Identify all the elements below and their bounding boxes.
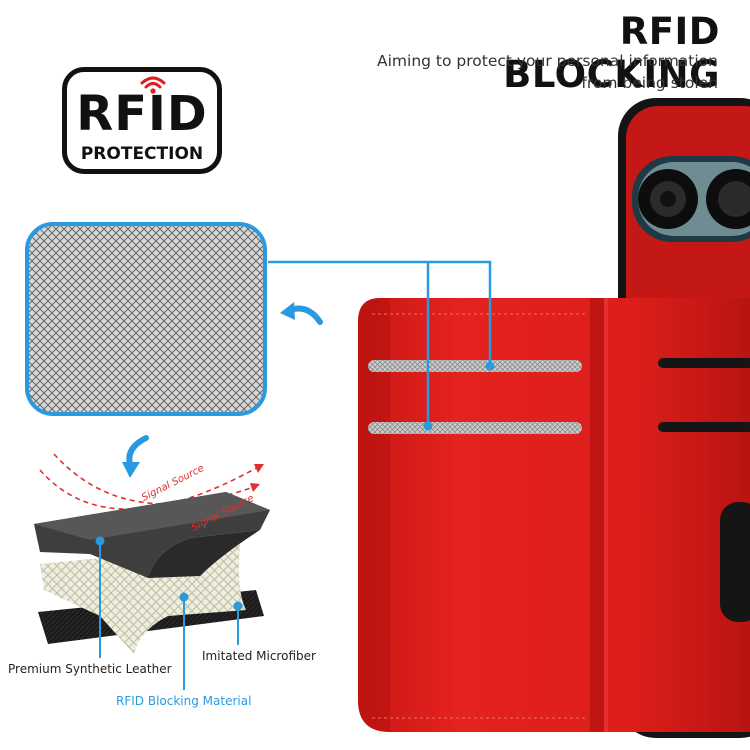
- headline-title: RFID BLOCKING: [503, 10, 720, 96]
- material-layers-diagram: [34, 453, 270, 654]
- microfiber-label: Imitated Microfiber: [202, 649, 316, 663]
- rfid-mesh-card: [25, 222, 267, 416]
- curved-arrow-left-icon: [280, 302, 323, 325]
- headline-subtitle-line2: from being stolen: [581, 74, 718, 92]
- rfid-blocking-material-label: RFID Blocking Material: [116, 694, 252, 708]
- phone-wallet-case: [358, 98, 750, 738]
- premium-leather-label: Premium Synthetic Leather: [8, 662, 172, 676]
- rfid-badge-word: RFID: [76, 86, 208, 142]
- headline-subtitle-line1: Aiming to protect your personal informat…: [377, 52, 718, 70]
- rfid-badge-caption: PROTECTION: [80, 144, 204, 164]
- wifi-signal-icon: [140, 76, 166, 94]
- rfid-protection-badge: RFID PROTECTION: [62, 67, 222, 174]
- curved-arrow-down-icon: [122, 435, 149, 478]
